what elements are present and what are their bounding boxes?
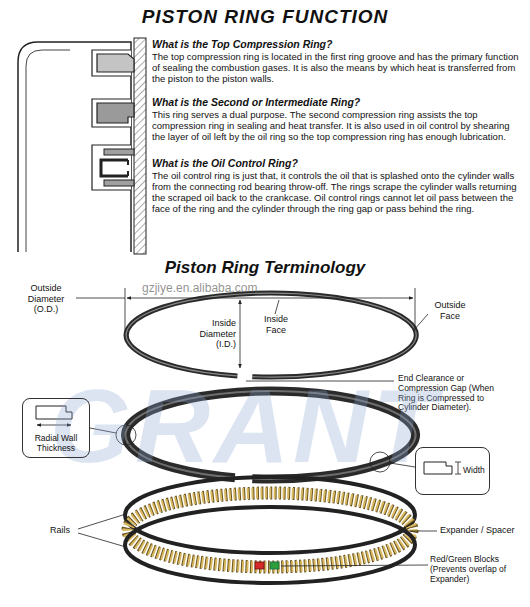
piston-body: [18, 42, 131, 252]
bottom-rail: [125, 507, 415, 583]
cylinder-wall: [134, 38, 146, 254]
leader-line: [76, 298, 125, 299]
question-heading: What is the Second or Intermediate Ring?: [152, 96, 524, 108]
leader-line: [414, 314, 428, 330]
part-label: Expander / Spacer: [440, 525, 528, 536]
callout-box: Radial Wall Thickness: [22, 398, 90, 458]
leader-line: [281, 565, 428, 566]
part-label: Inside Diameter (I.D.): [190, 318, 236, 350]
width-dimension: [458, 462, 459, 474]
part-label: Red/Green Blocks (Prevents overlap of Ex…: [430, 555, 514, 584]
expander-spacer: [128, 493, 412, 567]
id-dimension: [240, 300, 241, 368]
leader-line: [78, 514, 126, 529]
ring-band: [126, 293, 416, 377]
question-heading: What is the Top Compression Ring?: [152, 38, 524, 50]
expander-section: [101, 160, 128, 176]
second-ring-section: [97, 103, 134, 123]
extension-line: [125, 288, 126, 332]
leader-line: [275, 300, 279, 314]
watermark: GRANT: [50, 366, 500, 486]
leader-line: [410, 531, 437, 532]
question-heading: What is the Oil Control Ring?: [152, 157, 524, 169]
callout-box: Width: [415, 447, 490, 495]
expander-section: [127, 160, 129, 176]
piston-inner-line: [26, 50, 70, 252]
oil-rail-section: [104, 149, 134, 155]
top-ring: [126, 293, 416, 377]
section-heading: Piston Ring Terminology: [0, 258, 530, 278]
title: PISTON RING FUNCTION: [0, 6, 530, 28]
ring-highlight: [126, 293, 416, 377]
green-block: [270, 562, 279, 569]
width-dimension: [455, 462, 461, 463]
leader-line: [78, 533, 126, 547]
oil-rail-section: [104, 180, 134, 186]
piston-section: [18, 38, 146, 254]
extension-line: [415, 288, 416, 332]
part-label: Inside Face: [255, 314, 297, 335]
callout-text: Width: [463, 466, 489, 476]
body-text: The oil control ring is just that, it co…: [152, 170, 524, 214]
red-block: [255, 562, 264, 569]
part-label: Outside Face: [424, 300, 476, 321]
body-text: The top compression ring is located in t…: [152, 51, 524, 84]
body-text: This ring serves a dual purpose. The sec…: [152, 109, 524, 142]
part-label: Rails: [50, 525, 80, 536]
watermark: gzjiye.en.alibaba.com: [142, 281, 342, 295]
width-dimension: [455, 474, 461, 475]
expander-spacer: [128, 493, 412, 567]
callout-text: Radial Wall Thickness: [25, 434, 87, 453]
od-dimension: [127, 298, 413, 299]
top-ring-section: [97, 54, 134, 72]
part-label: Outside Diameter (O.D.): [18, 283, 74, 315]
oil-ring: [125, 477, 415, 583]
